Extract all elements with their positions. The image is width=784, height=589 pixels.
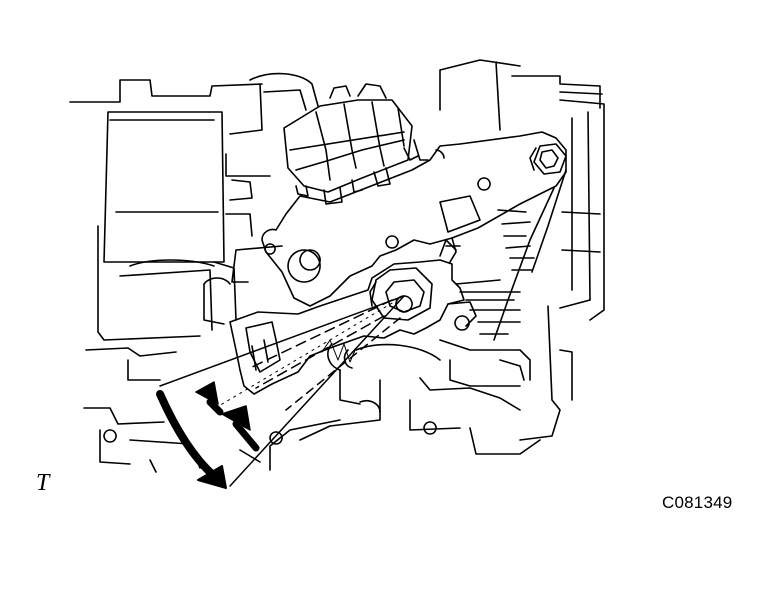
switch-plate (261, 131, 567, 341)
transmission-housing (69, 59, 605, 473)
lever-icon (229, 239, 477, 395)
corner-mark: T (36, 470, 50, 496)
angle-lines (159, 295, 405, 487)
rotation-arrow-icon (156, 381, 260, 489)
connector-icon (283, 83, 419, 205)
hex-nut-icon (369, 267, 433, 321)
figure-code: C081349 (662, 493, 733, 512)
hex-bolt-icon (529, 143, 567, 175)
